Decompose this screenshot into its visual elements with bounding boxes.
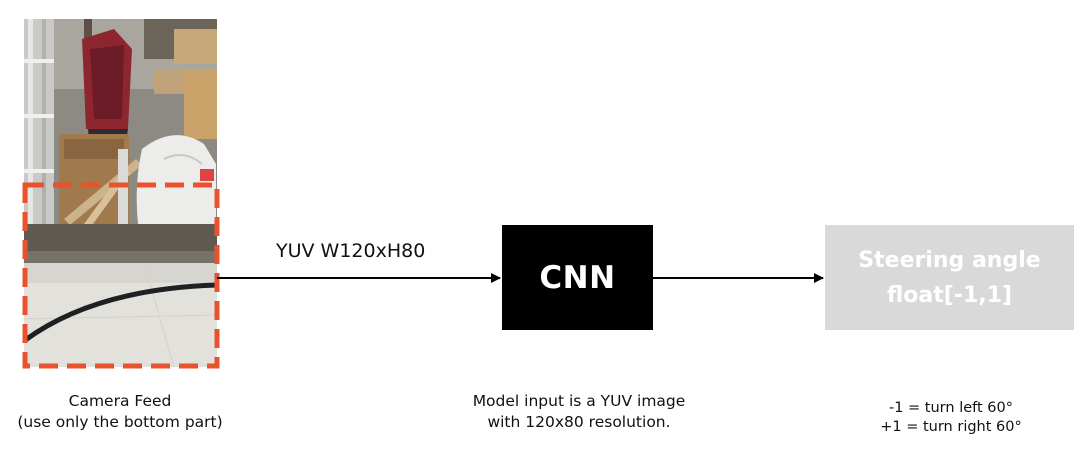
model-caption-line2: with 120x80 resolution. <box>487 413 671 431</box>
model-input-caption: Model input is a YUV image with 120x80 r… <box>438 391 720 433</box>
steering-caption-line1: -1 = turn left 60° <box>888 400 1013 416</box>
steering-output-node: Steering angle float[-1,1] <box>825 225 1074 330</box>
steering-label-line2: float[-1,1] <box>887 282 1012 308</box>
steering-label-line1: Steering angle <box>858 247 1041 273</box>
camera-caption: Camera Feed (use only the bottom part) <box>0 391 240 433</box>
camera-caption-line1: Camera Feed <box>68 392 172 410</box>
camera-caption-line2: (use only the bottom part) <box>17 413 223 431</box>
model-caption-line1: Model input is a YUV image <box>472 392 686 410</box>
steering-caption: -1 = turn left 60° +1 = turn right 60° <box>826 399 1076 437</box>
steering-caption-line2: +1 = turn right 60° <box>880 419 1022 435</box>
edge-label-yuv: YUV W120xH80 <box>276 240 426 262</box>
cnn-label: CNN <box>539 259 616 296</box>
cnn-node: CNN <box>502 225 653 330</box>
camera-feed-image <box>24 19 217 367</box>
